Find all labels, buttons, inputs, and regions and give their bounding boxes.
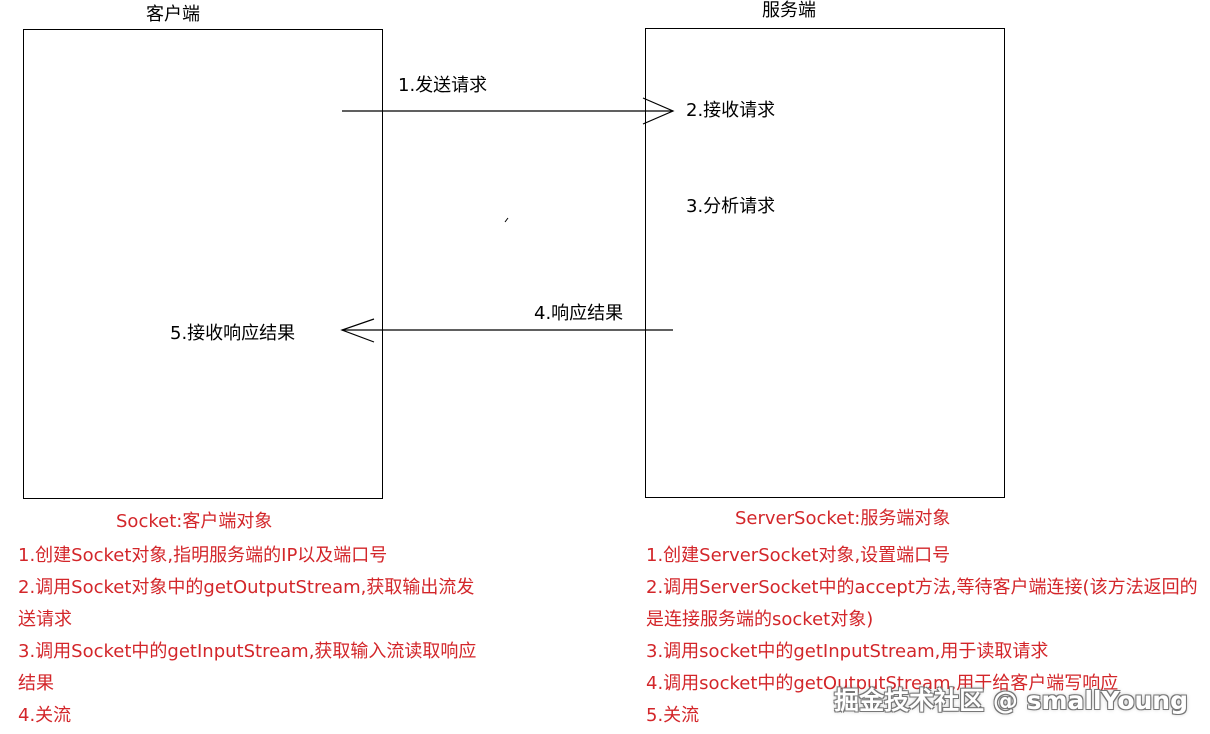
step-receive-request: 2.接收请求 (686, 100, 776, 121)
small-tick (504, 217, 509, 223)
response-arrow-head (340, 318, 375, 343)
client-note-4: 4.关流 (18, 705, 72, 726)
step-analyze-request: 3.分析请求 (686, 196, 776, 217)
server-box (645, 28, 1005, 498)
step-respond-result: 4.响应结果 (534, 303, 624, 324)
watermark-text: 掘金技术社区 @ smallYoung (834, 686, 1188, 715)
server-title: 服务端 (762, 0, 816, 21)
client-note-2: 2.调用Socket对象中的getOutputStream,获取输出流发送请求 (18, 577, 475, 630)
client-note-3: 3.调用Socket中的getInputStream,获取输入流读取响应结果 (18, 641, 477, 694)
step-receive-response: 5.接收响应结果 (170, 323, 296, 344)
server-note-3: 3.调用socket中的getInputStream,用于读取请求 (646, 641, 1049, 662)
server-note-4: 4.调用socket中的getOutputStream,用于给客户端写响应 (646, 673, 1119, 694)
step-send-request: 1.发送请求 (398, 75, 488, 96)
request-arrow-head (642, 97, 675, 125)
server-note-5: 5.关流 (646, 705, 700, 726)
client-note-1: 1.创建Socket对象,指明服务端的IP以及端口号 (18, 545, 388, 566)
client-box (23, 29, 383, 499)
client-title: 客户端 (146, 4, 200, 25)
client-notes-title: Socket:客户端对象 (116, 511, 273, 532)
server-note-1: 1.创建ServerSocket对象,设置端口号 (646, 545, 951, 566)
server-notes-title: ServerSocket:服务端对象 (735, 508, 951, 529)
server-note-2: 2.调用ServerSocket中的accept方法,等待客户端连接(该方法返回… (646, 577, 1198, 630)
